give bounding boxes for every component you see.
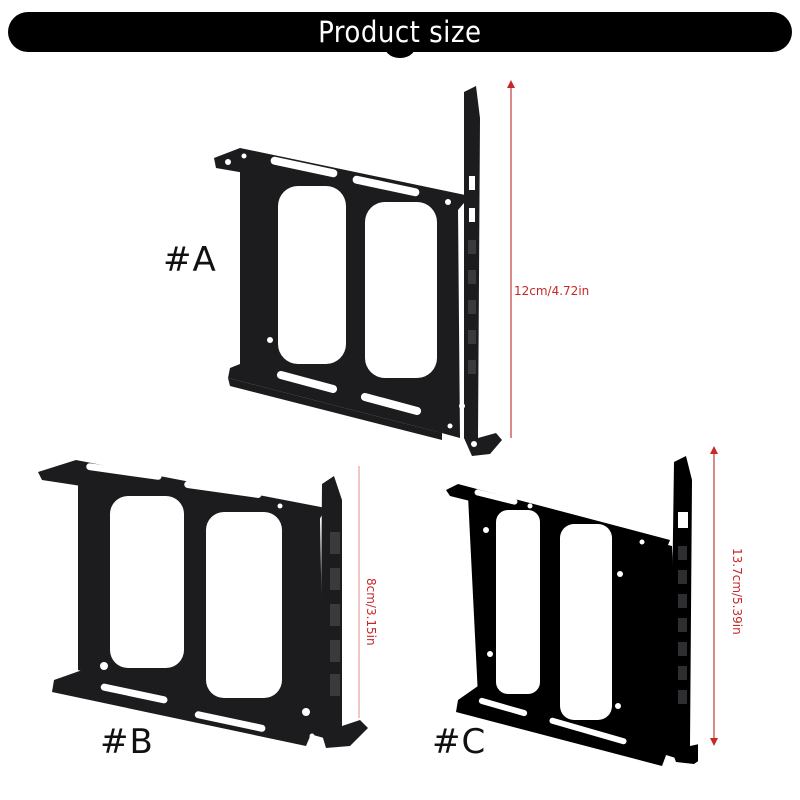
dimension-line-a bbox=[507, 80, 515, 438]
arrow-up-icon bbox=[507, 80, 515, 88]
arrow-up-icon bbox=[710, 446, 718, 454]
product-label-c: #C bbox=[432, 722, 487, 762]
dimension-line-c bbox=[710, 446, 718, 746]
header-banner: Product size bbox=[8, 12, 792, 58]
page-title: Product size bbox=[318, 15, 482, 49]
arrow-down-icon bbox=[710, 738, 718, 746]
dimension-label-a: 12cm/4.72in bbox=[514, 284, 590, 298]
bracket-b-image bbox=[38, 460, 368, 748]
bracket-c-image bbox=[446, 456, 698, 766]
dimension-line-b bbox=[358, 466, 360, 718]
bracket-a-image bbox=[214, 86, 502, 456]
dimension-label-b: 8cm/3.15in bbox=[364, 578, 378, 646]
product-label-a: #A bbox=[163, 240, 217, 280]
product-label-b: #B bbox=[100, 722, 154, 762]
dimension-label-c: 13.7cm/5.39in bbox=[730, 548, 744, 635]
